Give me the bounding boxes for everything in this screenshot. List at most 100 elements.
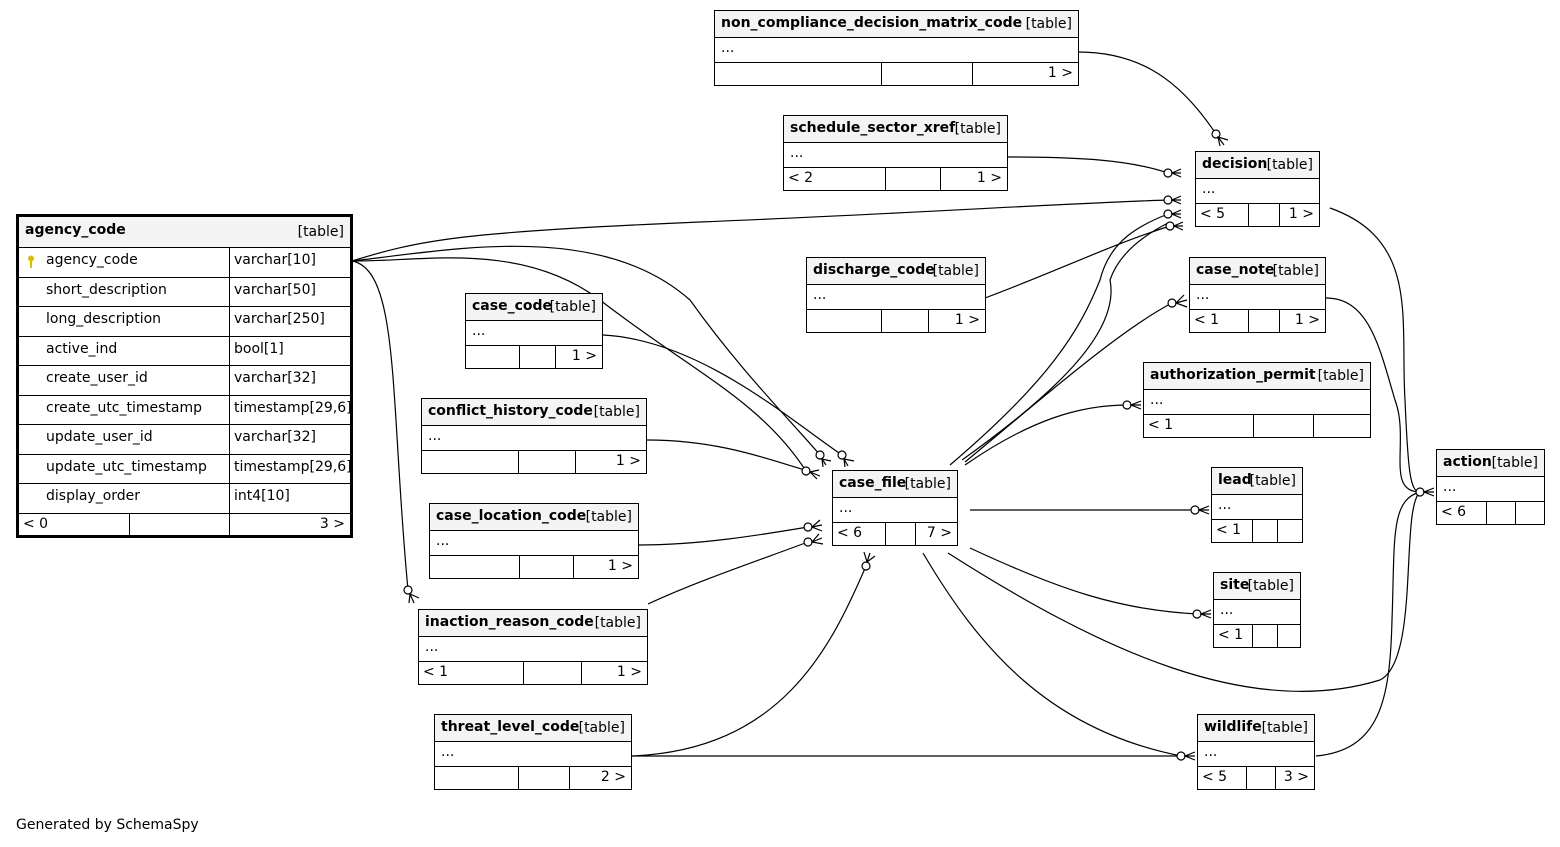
table-type: [table] bbox=[1025, 16, 1072, 32]
edge-end-circle bbox=[403, 585, 413, 595]
table-footer: 1 > bbox=[422, 451, 646, 473]
footer-mid bbox=[1249, 310, 1280, 332]
footer-right: 1 > bbox=[973, 63, 1078, 85]
column-name-cell: active_ind bbox=[19, 336, 230, 365]
table-type: [table] bbox=[594, 615, 641, 631]
column-type: varchar[32] bbox=[234, 370, 316, 386]
footer-right-text: 1 > bbox=[571, 348, 597, 364]
table-body-text: ... bbox=[436, 533, 450, 549]
footer-left-text: < 5 bbox=[1200, 206, 1226, 222]
column-name-cell: agency_code bbox=[19, 248, 230, 277]
footer-left-text: < 1 bbox=[1148, 417, 1174, 433]
table-type: [table] bbox=[549, 299, 596, 315]
footer-mid bbox=[520, 556, 574, 578]
column-type-cell: int4[10] bbox=[230, 484, 350, 513]
column-name: create_utc_timestamp bbox=[46, 399, 203, 416]
table-body: ... bbox=[1196, 179, 1319, 204]
footer-right: 1 > bbox=[556, 346, 602, 368]
table-name: site bbox=[1220, 577, 1250, 593]
footer-left bbox=[715, 63, 882, 85]
column-name: long_description bbox=[46, 311, 162, 327]
crowfoot bbox=[1129, 400, 1142, 410]
footer-left: < 0 bbox=[19, 513, 130, 535]
table-lead[interactable]: lead[table]...< 1 bbox=[1211, 467, 1303, 543]
table-non-compliance-decision-matrix-code[interactable]: non_compliance_decision_matrix_code[tabl… bbox=[714, 10, 1079, 86]
table-name: inaction_reason_code bbox=[425, 614, 594, 630]
table-discharge-code[interactable]: discharge_code[table]...1 > bbox=[806, 257, 986, 333]
table-body-text: ... bbox=[425, 639, 439, 655]
table-body-text: ... bbox=[1443, 479, 1457, 495]
table-type: [table] bbox=[1266, 157, 1313, 173]
column-type-cell: bool[1] bbox=[230, 337, 350, 366]
footer-left-text: < 6 bbox=[837, 525, 863, 541]
table-footer: < 0 3 > bbox=[19, 513, 350, 535]
table-action[interactable]: action[table]...< 6 bbox=[1436, 449, 1545, 525]
table-name: authorization_permit bbox=[1150, 367, 1316, 383]
column-type-cell: varchar[32] bbox=[230, 366, 350, 395]
edge-conflict-casefile bbox=[646, 439, 809, 472]
table-body-text: ... bbox=[441, 744, 455, 760]
footer-right-text: 1 > bbox=[1047, 65, 1073, 81]
table-body: ... bbox=[1144, 390, 1370, 415]
footer-right-text: 2 > bbox=[600, 769, 626, 785]
edge-end-circle bbox=[837, 450, 847, 460]
table-header: agency_code [table] bbox=[19, 217, 350, 248]
crowfoot bbox=[1174, 294, 1188, 308]
table-footer: 1 > bbox=[430, 556, 638, 578]
table-body: ... bbox=[1190, 285, 1325, 310]
crowfoot bbox=[408, 593, 420, 604]
table-footer: < 1 bbox=[1214, 625, 1300, 647]
footer-right: 3 > bbox=[230, 514, 350, 535]
table-name: wildlife bbox=[1204, 719, 1262, 735]
footer-right-text: 1 > bbox=[954, 312, 980, 328]
table-body-text: ... bbox=[1220, 602, 1234, 618]
table-header: case_note[table] bbox=[1190, 258, 1325, 285]
footer-left bbox=[466, 346, 520, 368]
column-name: update_utc_timestamp bbox=[46, 458, 207, 475]
footer-right: 7 > bbox=[916, 523, 957, 545]
edge-inaction-casefile bbox=[647, 541, 809, 605]
table-authorization-permit[interactable]: authorization_permit[table]... < 1 bbox=[1143, 362, 1371, 438]
column-type: bool[1] bbox=[234, 340, 284, 357]
table-case-location-code[interactable]: case_location_code[table]...1 > bbox=[429, 503, 639, 579]
table-body: ... bbox=[1212, 495, 1302, 520]
footer-left: < 6 bbox=[1437, 502, 1487, 524]
footer-left-text: < 2 bbox=[788, 170, 814, 186]
table-name: schedule_sector_xref bbox=[790, 120, 956, 136]
footer-right: 1 > bbox=[582, 662, 647, 684]
table-type: [table] bbox=[1249, 473, 1296, 489]
footer-left-text: < 6 bbox=[1441, 504, 1467, 520]
table-header: conflict_history_code[table] bbox=[422, 399, 646, 426]
table-site[interactable]: site[table]...< 1 bbox=[1213, 572, 1301, 648]
footer-left bbox=[807, 310, 882, 332]
footer-left: < 6 bbox=[833, 523, 886, 545]
table-body-text: ... bbox=[790, 145, 804, 161]
table-case-code[interactable]: case_code[table]...1 > bbox=[465, 293, 603, 369]
column-name-cell: short_description bbox=[19, 277, 230, 306]
table-name: case_code bbox=[472, 298, 553, 314]
table-header: discharge_code[table] bbox=[807, 258, 985, 285]
footer-right bbox=[1278, 625, 1300, 647]
table-type: [table] bbox=[1317, 368, 1364, 384]
table-conflict-history-code[interactable]: conflict_history_code[table]...1 > bbox=[421, 398, 647, 474]
table-type: [table] bbox=[1272, 263, 1319, 279]
column-name-cell: create_user_id bbox=[19, 366, 230, 395]
table-header: case_code[table] bbox=[466, 294, 602, 321]
edge-wildlife-action bbox=[1315, 491, 1421, 757]
table-body: ... bbox=[784, 143, 1007, 168]
table-body-text: ... bbox=[839, 500, 853, 516]
table-type: [table] bbox=[1261, 720, 1308, 736]
table-threat-level-code[interactable]: threat_level_code[table]...2 > bbox=[434, 714, 632, 790]
